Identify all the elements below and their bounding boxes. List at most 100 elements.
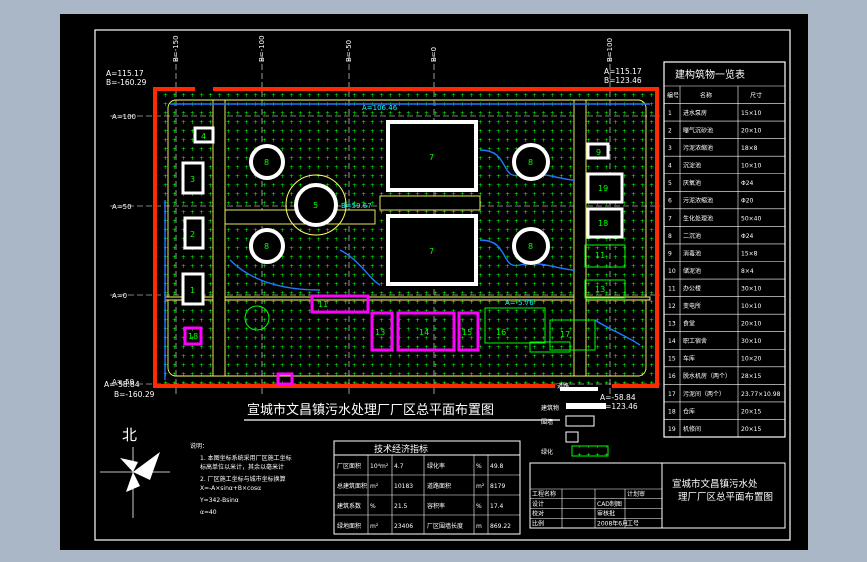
building-table-size: 20×10: [741, 128, 761, 135]
building-table-name: 沉淀池: [683, 162, 701, 170]
econ-table-cell: 容积率: [427, 502, 445, 510]
building-table-name: 进水泵房: [683, 109, 707, 117]
building-table-no: 2: [668, 128, 672, 135]
roads: [164, 99, 651, 377]
building-table-no: 10: [668, 268, 676, 275]
building-table-no: 5: [668, 180, 672, 187]
axis-label-a-minus50: A=-50: [112, 378, 134, 386]
misc-buildings: [244, 244, 626, 353]
unit-label-1: 1: [190, 286, 195, 295]
econ-table-cell: 4.7: [394, 463, 404, 470]
tank-5: [294, 183, 338, 227]
econ-table-cell: 绿地面积: [337, 522, 361, 530]
title-block-name-line1: 宣城市文昌镇污水处: [672, 478, 758, 490]
coord-bottom-left-a: A=-58.84: [104, 380, 140, 389]
unit-label-11b: 11: [318, 300, 328, 309]
legend: 道路 建筑物 围墙 绿化: [541, 382, 609, 457]
building-table-header: 名称: [700, 91, 712, 99]
north-arrow: 北: [100, 426, 170, 518]
building-table-name: 厌氧池: [683, 179, 701, 187]
legend-item-building: 建筑物: [541, 404, 559, 412]
pipelines: [164, 103, 650, 380]
drawing-frame: [94, 29, 791, 541]
building-table-title: 建构筑物一览表: [675, 68, 745, 81]
title-block-cell: 2008年6月: [597, 519, 628, 527]
unit-labels: 7 7 8 8 5 8 8 4 3 2 1 9 19 18 11 13 11 1…: [188, 132, 608, 341]
building-table-name: 储泥池: [683, 267, 701, 275]
axis-label-b-0: B=0: [430, 47, 438, 62]
building-table-name: 职工宿舍: [683, 337, 707, 345]
econ-table-cell: %: [476, 503, 482, 510]
title-block-cell: CAD制图: [597, 500, 622, 508]
unit-label-2: 2: [190, 230, 195, 239]
building-table-no: 11: [668, 285, 676, 292]
building-table-size: 10×10: [741, 303, 761, 310]
legend-item-road: 道路: [557, 382, 569, 390]
unit-label-13: 13: [595, 285, 605, 294]
building-table-no: 3: [668, 145, 672, 152]
building-table-header: 尺寸: [750, 91, 762, 99]
building-table-no: 6: [668, 198, 672, 205]
building-table-no: 12: [668, 303, 676, 310]
building-table-name: 消毒池: [683, 249, 701, 257]
tank-5-ring: [285, 174, 347, 236]
coord-bottom-left-b: B=-160.29: [114, 390, 155, 399]
building-table-size: Φ20: [741, 198, 754, 205]
building-table-no: 15: [668, 356, 676, 363]
unit-label-7b: 7: [429, 247, 434, 256]
highlighted-buildings: [183, 294, 480, 386]
econ-table-cell: 8179: [490, 483, 505, 490]
unit-label-11: 11: [595, 251, 605, 260]
unit-label-7a: 7: [429, 153, 434, 162]
econ-table-cell: 23406: [394, 523, 413, 530]
unit-label-17: 17: [560, 330, 570, 339]
econ-table-cell: 17.4: [490, 503, 504, 510]
site-wall: [153, 87, 659, 388]
econ-table-cell: 21.5: [394, 503, 408, 510]
axis-label-b-minus150: B=-150: [172, 35, 180, 62]
title-block-name-2: 理厂厂区总平面布置图: [678, 491, 773, 503]
coord-bottom-right-a: A=-58.84: [600, 393, 636, 402]
building-table-name: 污泥浓缩池: [683, 197, 713, 205]
building-table-size: 8×4: [741, 268, 754, 275]
building-table-name: 污泥间（两个）: [683, 390, 725, 398]
unit-label-8c: 8: [528, 158, 533, 167]
axis-label-b-100: B=100: [606, 38, 614, 62]
econ-table-cell: 建筑系数: [337, 502, 361, 510]
unit-label-4: 4: [201, 132, 206, 141]
building-table-name: 机修间: [683, 425, 701, 433]
building-table-no: 17: [668, 391, 676, 398]
building-table-name: 二沉池: [683, 232, 701, 240]
econ-table-cell: 厂区围墙长度: [427, 522, 463, 530]
unit-label-18: 18: [598, 219, 608, 228]
buildings: [181, 120, 624, 306]
building-table-no: 1: [668, 110, 672, 117]
building-18: [183, 326, 203, 346]
building-table-size: Φ24: [741, 180, 754, 187]
econ-table-cell: m²: [476, 483, 485, 490]
building-table-no: 4: [668, 163, 672, 170]
econ-table-cell: 869.22: [490, 523, 511, 530]
building-table-name: 生化处理池: [683, 214, 713, 222]
unit-label-13b: 13: [375, 328, 385, 337]
unit-label-8d: 8: [528, 242, 533, 251]
unit-label-16: 16: [496, 328, 506, 337]
axis-label-a-50: A=50: [112, 203, 132, 211]
building-table-size: 15×8: [741, 250, 758, 257]
building-table-size: 50×40: [741, 215, 761, 222]
unit-label-19: 19: [598, 184, 608, 193]
legend-building: [566, 403, 606, 409]
building-13: [370, 311, 394, 352]
unit-label-3: 3: [190, 175, 195, 184]
unit-label-15: 15: [462, 328, 472, 337]
building-15: [457, 311, 480, 352]
notes-line-5: Y=342-Bsinα: [199, 497, 239, 504]
building-table-size: 15×10: [741, 110, 761, 117]
clarifier-right: [512, 227, 550, 265]
notes-line-1: 1. 本图坐标系统采用厂区施工坐标: [200, 454, 292, 462]
building-table-name: 办公楼: [683, 284, 701, 292]
building-11: [310, 294, 370, 314]
